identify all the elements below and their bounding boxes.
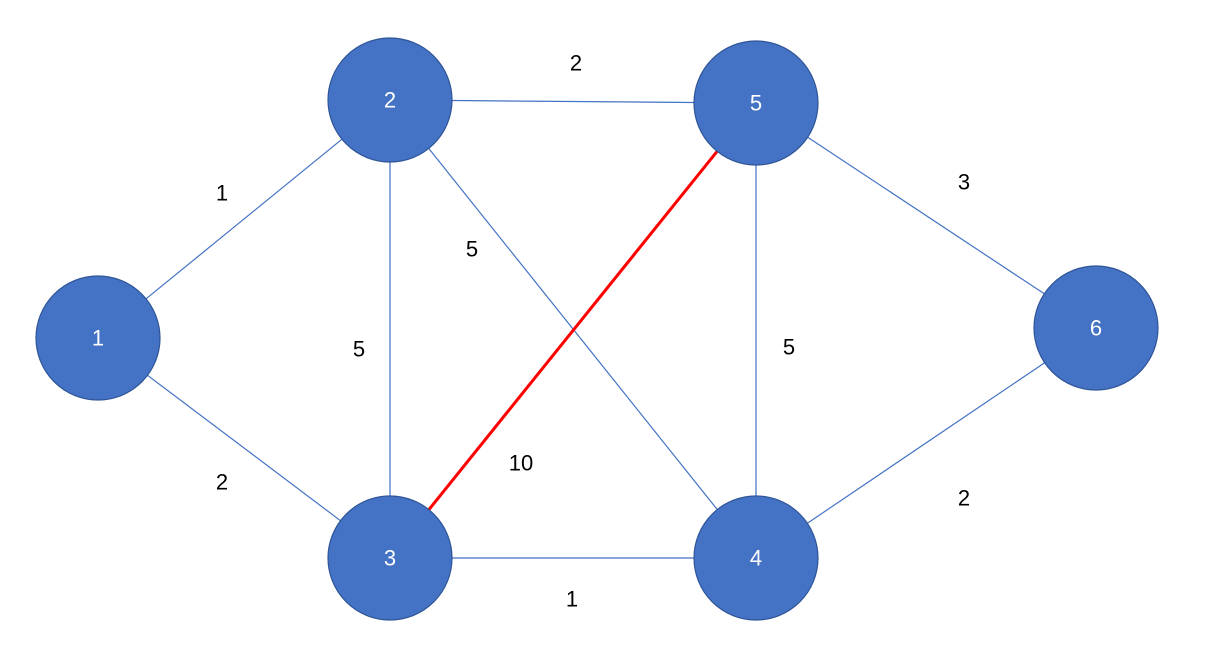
- node-circle-1: [35, 275, 161, 401]
- edge-weight-2-4: 5: [466, 237, 478, 262]
- edge-2-5: [451, 99, 695, 104]
- node-label-1: 1: [92, 326, 104, 351]
- node-6: 6: [1033, 265, 1159, 391]
- edge-5-6: [807, 136, 1045, 295]
- edge-weight-5-6: 3: [958, 170, 970, 195]
- edge-weight-5-4: 5: [783, 335, 795, 360]
- node-label-3: 3: [384, 546, 396, 571]
- edge-weight-1-3: 2: [216, 470, 228, 495]
- edge-weight-2-5: 2: [570, 51, 582, 76]
- node-circle-6: [1033, 265, 1159, 391]
- weights-layer: 1 2 5 2 5 1 10 5 3 2: [216, 51, 970, 612]
- edge-weight-1-2: 1: [216, 181, 228, 206]
- node-circle-3: [327, 495, 453, 621]
- node-circle-4: [693, 495, 819, 621]
- edge-weight-3-5: 10: [509, 451, 533, 476]
- node-label-5: 5: [750, 91, 762, 116]
- node-4: 4: [693, 495, 819, 621]
- edge-weight-2-3: 5: [353, 337, 365, 362]
- node-2: 2: [327, 37, 453, 163]
- edge-weight-3-4: 1: [566, 587, 578, 612]
- node-label-4: 4: [750, 546, 762, 571]
- node-1: 1: [35, 275, 161, 401]
- nodes-layer: 1 2 3 4 5 6: [35, 37, 1159, 621]
- edges-layer: [145, 99, 1045, 559]
- node-3: 3: [327, 495, 453, 621]
- edge-1-2: [145, 138, 343, 300]
- node-circle-5: [693, 40, 819, 166]
- edge-3-5-highlighted: [427, 150, 719, 511]
- edge-4-6: [807, 362, 1045, 524]
- node-circle-2: [327, 37, 453, 163]
- node-5: 5: [693, 40, 819, 166]
- edge-weight-4-6: 2: [958, 486, 970, 511]
- edge-1-3: [147, 374, 341, 522]
- node-label-6: 6: [1090, 316, 1102, 341]
- node-label-2: 2: [384, 88, 396, 113]
